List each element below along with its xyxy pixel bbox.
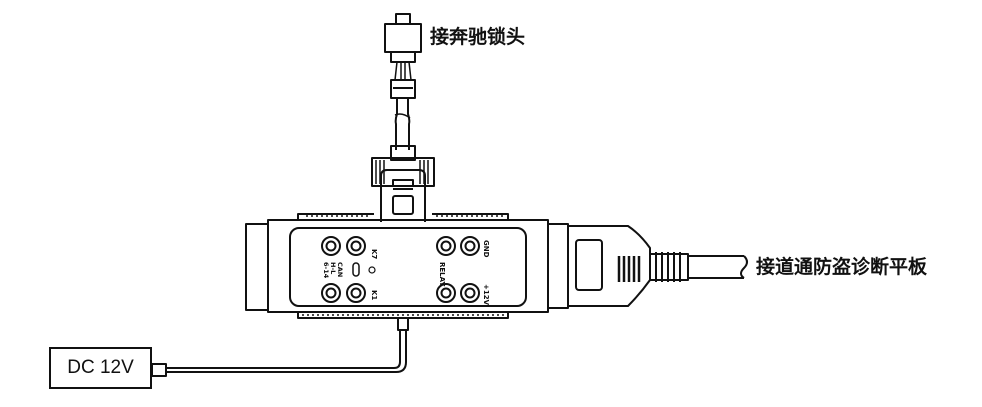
label-12v: +12V [482, 284, 490, 306]
power-lead [151, 317, 409, 377]
diagnostic-tablet-callout: 接道通防盗诊断平板 [756, 256, 928, 278]
diagnostic-connector [547, 223, 748, 309]
panel-jacks [321, 236, 480, 303]
label-gnd: GND [482, 240, 490, 258]
db-plug [371, 157, 435, 222]
benz-lock-callout: 接奔驰锁头 [430, 26, 526, 48]
device-body [245, 213, 549, 319]
benz-lock-connector [384, 13, 422, 161]
svg-text:CAN: CAN [336, 262, 344, 277]
label-k1: K1 [370, 290, 378, 300]
svg-text:H-L: H-L [329, 262, 337, 274]
dc-12v-label: DC 12V [67, 357, 134, 378]
svg-text:6-14: 6-14 [322, 262, 330, 279]
label-can: CAN H-L 6-14 [322, 262, 344, 279]
label-relay: RELAY [438, 262, 446, 287]
label-k7: K7 [370, 249, 378, 259]
dc-12v-box: DC 12V [49, 347, 152, 389]
